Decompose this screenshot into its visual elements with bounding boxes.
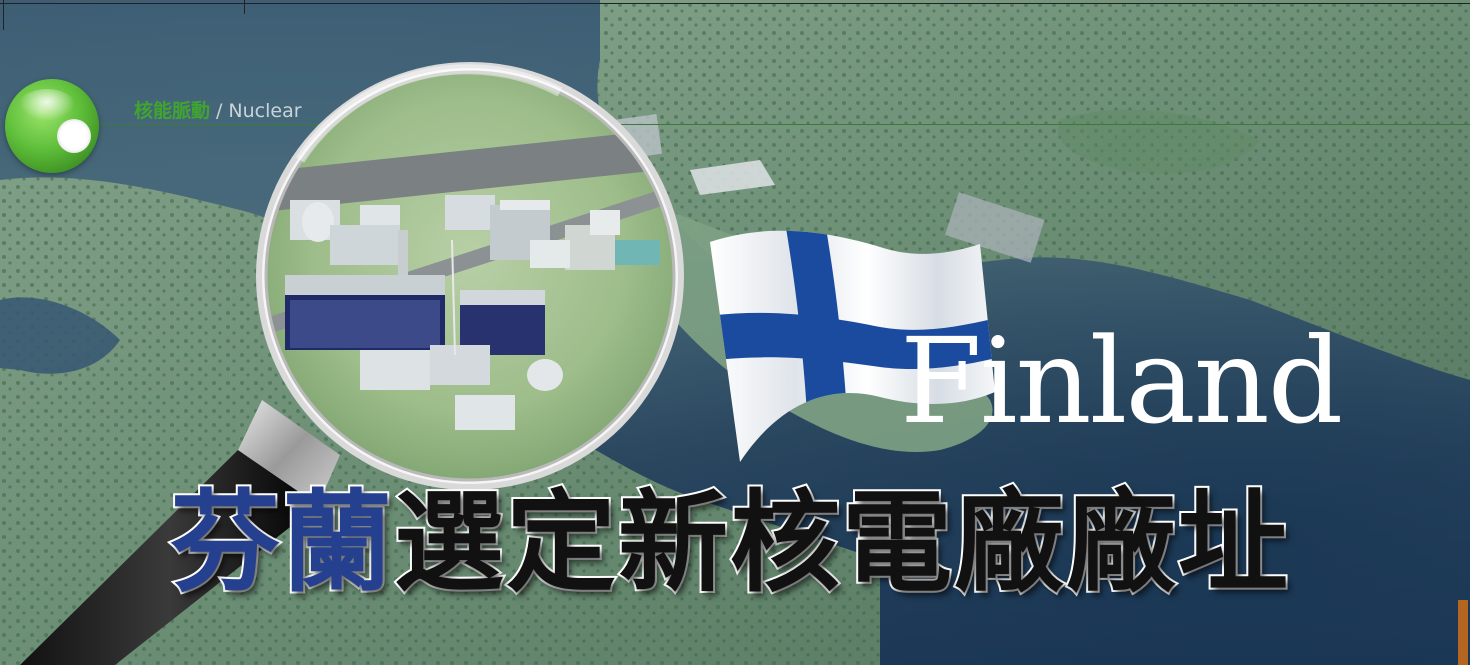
crop-mark-top — [0, 3, 1470, 4]
section-rule — [100, 124, 1470, 125]
crop-mark-mid — [244, 0, 245, 14]
crop-mark-left — [3, 0, 4, 30]
orb-highlight — [19, 89, 75, 121]
green-orb-icon — [5, 79, 99, 173]
headline-country: 芬蘭 — [168, 479, 394, 607]
headline-rest: 選定新核電廠廠址 — [392, 479, 1290, 607]
country-word: Finland — [900, 312, 1343, 450]
article-headline: 芬蘭選定新核電廠廠址 — [168, 486, 1290, 600]
finland-flag-icon — [710, 230, 995, 462]
section-label: 核能脈動/Nuclear — [134, 96, 302, 123]
section-label-en: Nuclear — [228, 100, 302, 122]
section-label-cn: 核能脈動 — [134, 100, 211, 122]
magnifier-handle — [20, 400, 340, 665]
orb-hole — [57, 119, 91, 153]
nuclear-plant-illustration — [266, 128, 674, 430]
section-separator: / — [216, 100, 223, 122]
page-edge-bar — [1458, 600, 1468, 665]
